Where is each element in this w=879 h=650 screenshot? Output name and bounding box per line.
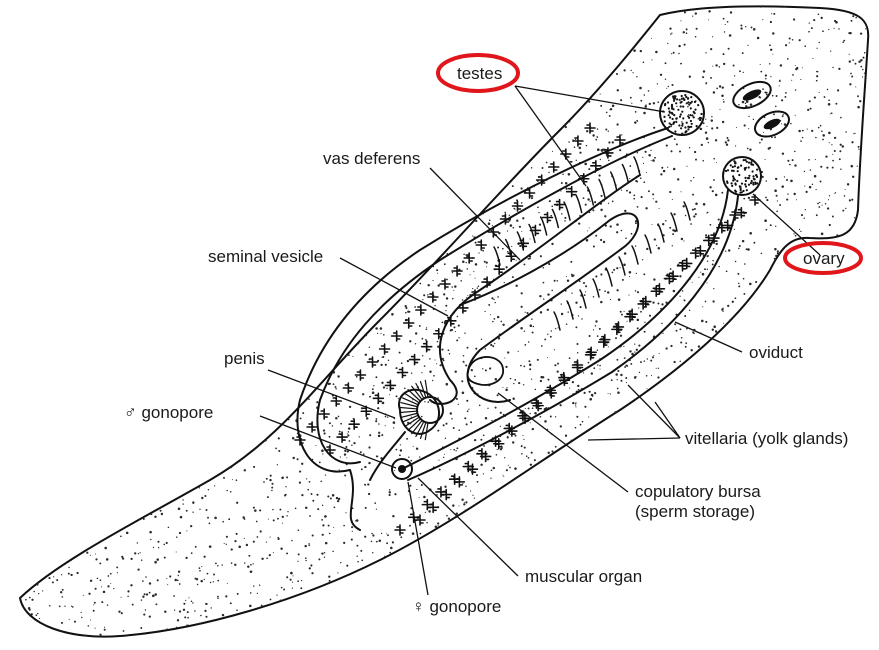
body-stipple bbox=[19, 4, 871, 641]
label-vas-deferens: vas deferens bbox=[323, 149, 420, 168]
label-copulatory-bursa-line2: (sperm storage) bbox=[635, 502, 755, 521]
label-seminal-vesicle: seminal vesicle bbox=[208, 247, 323, 266]
label-penis: penis bbox=[224, 349, 265, 368]
label-copulatory-bursa-line1: copulatory bursa bbox=[635, 482, 761, 501]
upper-duct-outer bbox=[297, 128, 668, 472]
labels: testes vas deferens seminal vesicle peni… bbox=[124, 64, 848, 616]
eyespots bbox=[729, 77, 793, 142]
label-male-gonopore: ♂ gonopore bbox=[124, 403, 213, 422]
body-outline bbox=[20, 6, 868, 636]
label-female-gonopore: ♀ gonopore bbox=[412, 597, 501, 616]
label-oviduct: oviduct bbox=[749, 343, 803, 362]
seminal-vesicle-loop bbox=[430, 175, 640, 404]
body bbox=[19, 4, 871, 641]
label-testes: testes bbox=[457, 64, 502, 83]
label-ovary: ovary bbox=[803, 249, 845, 268]
label-vitellaria: vitellaria (yolk glands) bbox=[685, 429, 848, 448]
label-muscular-organ: muscular organ bbox=[525, 567, 642, 586]
